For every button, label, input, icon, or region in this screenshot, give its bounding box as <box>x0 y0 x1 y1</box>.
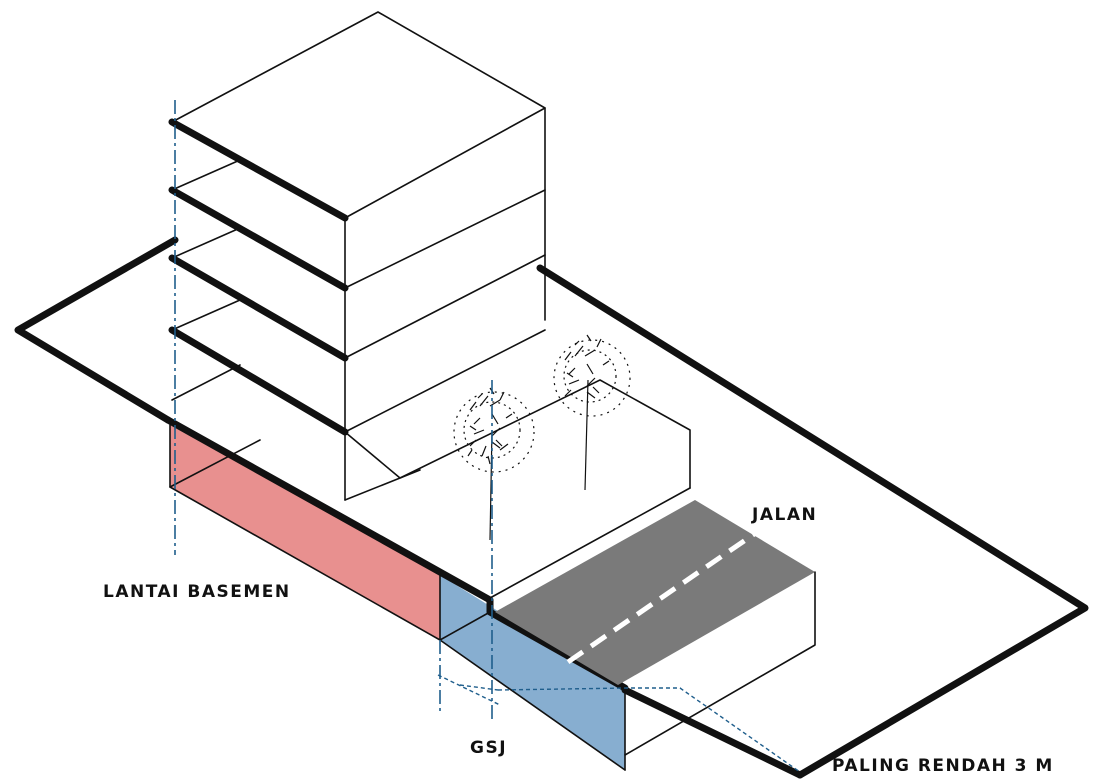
sketched-tree-icon <box>453 334 631 541</box>
ground-slab <box>344 379 691 599</box>
gsj-dimension <box>437 674 501 706</box>
basement-front-face <box>170 425 440 640</box>
site-boundary <box>14 236 1089 779</box>
setback-front-face <box>440 575 625 770</box>
front-ground-edge <box>164 416 629 692</box>
depth-dimension <box>497 687 801 773</box>
road-center-marking <box>566 527 762 665</box>
tree-left <box>453 387 535 541</box>
tree-right <box>553 334 631 491</box>
road-label: JALAN <box>752 505 818 525</box>
guide-lines <box>174 100 801 773</box>
road <box>495 500 816 771</box>
front-ground-line <box>621 686 804 779</box>
basement-floor-label: LANTAI BASEMEN <box>103 582 291 602</box>
tower-block <box>168 11 546 501</box>
basement-volume <box>169 424 441 641</box>
min-depth-label: PALING RENDAH 3 M <box>832 756 1054 776</box>
gsj-label: GSJ <box>470 738 508 758</box>
